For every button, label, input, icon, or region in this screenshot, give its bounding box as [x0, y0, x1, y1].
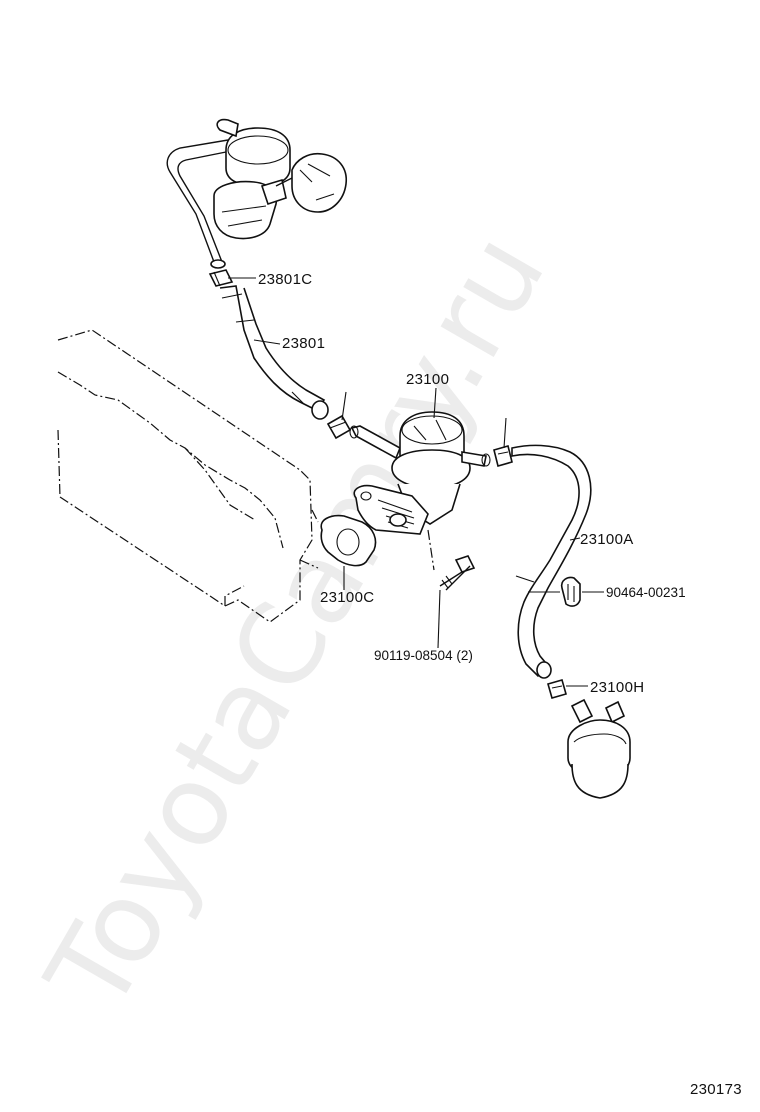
leader-lines [228, 277, 604, 687]
label-fuel-hose: 23100A [580, 531, 634, 548]
gasket [320, 514, 377, 567]
vapor-tube [166, 139, 229, 269]
label-gasket: 23100C [320, 589, 374, 606]
pump-flange [353, 484, 429, 535]
hose-clamp-upper [208, 269, 234, 287]
fuel-filter [567, 698, 631, 799]
diagram-code: 230173 [690, 1081, 742, 1098]
vapor-hose [219, 285, 329, 420]
hose-clamp-pump-outlet [493, 445, 513, 467]
hose-clamp-filter [547, 679, 567, 699]
label-fuel-pump: 23100 [406, 371, 449, 388]
pump-inlet-pipe [349, 425, 402, 460]
label-hose-clamp-upper: 23801C [258, 271, 312, 288]
label-clip: 90464-00231 [606, 585, 686, 600]
bolt [439, 555, 476, 591]
fuel-hose [511, 444, 592, 679]
label-bolt: 90119-08504 (2) [374, 648, 473, 663]
label-vapor-hose: 23801 [282, 335, 325, 352]
engine-block-outline [57, 329, 319, 623]
hose-clamp-pump-inlet [326, 414, 352, 440]
fuel-pump [391, 411, 491, 525]
label-hose-clamp-filter: 23100H [590, 679, 644, 696]
clip [560, 576, 581, 607]
carburetor-assembly [213, 118, 347, 240]
